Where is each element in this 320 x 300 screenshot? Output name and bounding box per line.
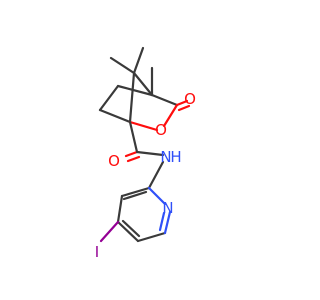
bond-c5-c6 [98, 84, 120, 112]
atom-h-amide: H [170, 148, 181, 166]
bond-amide-carbonyl-1 [124, 150, 139, 158]
atom-iodine: I [95, 243, 99, 261]
bond-c4-c5 [116, 84, 154, 97]
bond-c6-c1 [98, 108, 132, 124]
bond-methyl-a [109, 56, 136, 75]
bond-c3-carbonyl-1 [175, 99, 189, 107]
bond-pyr-c6-n [163, 210, 172, 235]
bond-pyr-c2-c3 [120, 186, 151, 198]
bond-pyr-c3-c4 [116, 194, 124, 224]
atom-o-amide-carbonyl: O [108, 152, 120, 170]
atom-o-lactone-carbonyl: O [184, 90, 196, 108]
bond-methyl-b [132, 46, 145, 75]
bond-bridge-c7-c1 [128, 71, 136, 124]
bond-pyr-c4-c5-inner [121, 219, 141, 238]
bond-pyr-c4-c5 [116, 220, 140, 243]
atom-n-pyridine: N [162, 199, 173, 217]
bond-c-iodine [99, 220, 120, 243]
bond-c3-o-ring [162, 103, 179, 128]
atom-n-amide: N [160, 148, 171, 166]
bond-pyr-n-c2 [147, 186, 167, 206]
bond-c3-carbonyl-2 [177, 104, 191, 112]
bond-pyr-c6-n-inner [158, 211, 166, 232]
molecule-structure: O O O N H N I [95, 46, 196, 261]
bond-amide-c-n [135, 150, 165, 157]
bond-c1-amide-c [128, 120, 139, 154]
bond-o-ring-c1 [128, 120, 159, 132]
bond-bridge-c7-c4 [132, 71, 154, 97]
molecule-canvas: O O O N H N I [94, 46, 196, 261]
bond-c4-c3 [150, 93, 179, 107]
atom-o-ring: O [155, 121, 167, 139]
bond-amide-carbonyl-2 [126, 155, 141, 163]
bond-pyr-c2-c3-inner [122, 190, 148, 201]
bond-nh-pyridine [147, 160, 165, 190]
bond-pyr-c5-c6 [136, 231, 167, 243]
